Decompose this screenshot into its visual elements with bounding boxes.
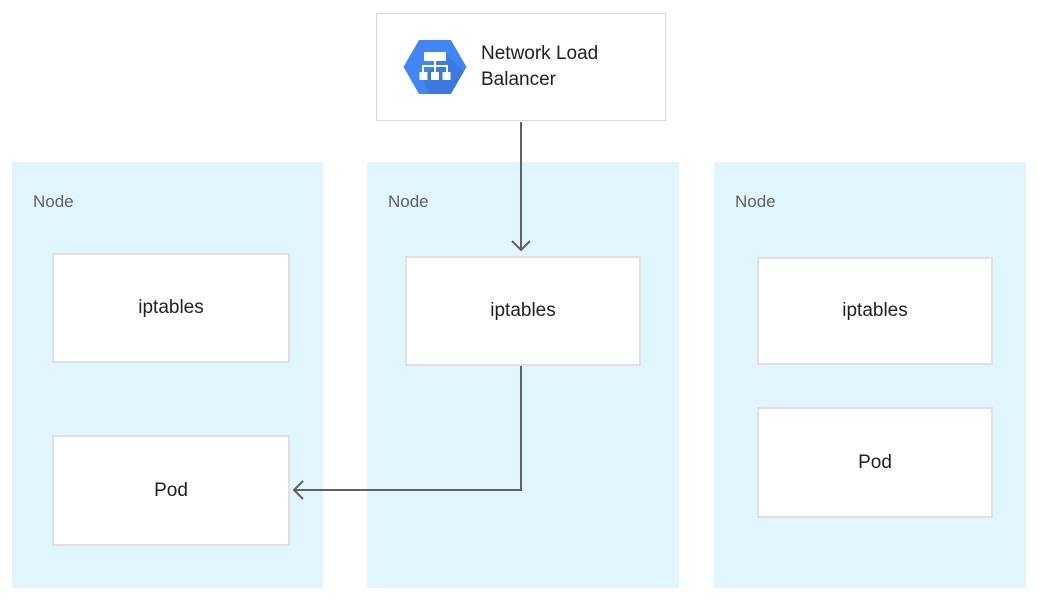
node-1-label: Node xyxy=(33,192,74,211)
node-3-pod-box: Pod xyxy=(757,407,993,518)
node-3-pod-label: Pod xyxy=(858,451,892,473)
node-2-iptables-label: iptables xyxy=(490,300,556,321)
node-2-panel: Node iptables xyxy=(367,162,679,588)
node-2-iptables-box: iptables xyxy=(405,256,641,366)
node-1-panel: Node iptables Pod xyxy=(12,162,323,588)
node-1-iptables-box: iptables xyxy=(52,253,290,363)
network-load-balancer-hexagon-icon xyxy=(403,40,467,94)
network-load-balancer-label: Network Load Balancer xyxy=(481,43,599,90)
node-3-iptables-box: iptables xyxy=(757,257,993,365)
node-1-iptables-label: iptables xyxy=(138,297,204,318)
node-3-label: Node xyxy=(735,192,776,211)
network-load-balancer-box: Network Load Balancer xyxy=(376,13,666,121)
node-3-panel: Node iptables Pod xyxy=(714,162,1026,588)
node-1-pod-label: Pod xyxy=(154,479,188,501)
node-1-pod-box: Pod xyxy=(52,435,290,546)
node-3-iptables-label: iptables xyxy=(842,300,908,321)
node-2-label: Node xyxy=(388,192,429,211)
